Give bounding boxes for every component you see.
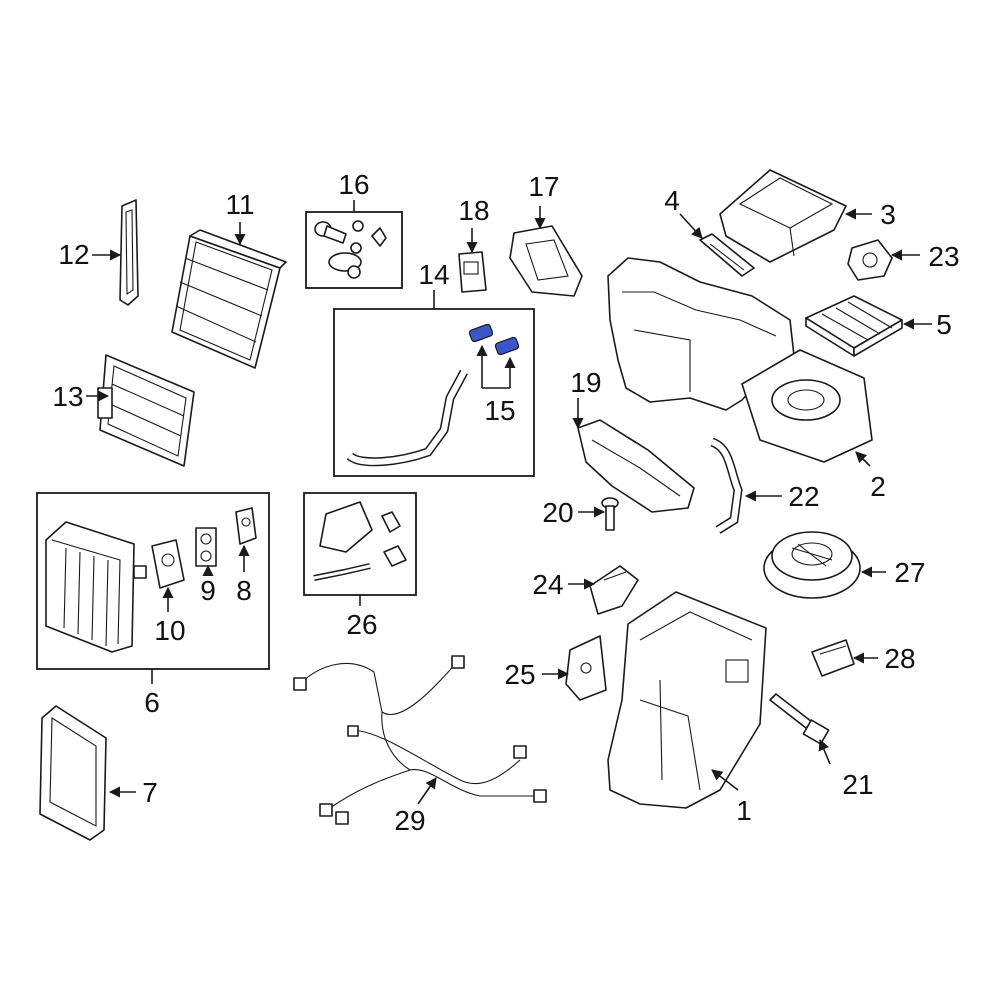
callout-15: 15 [484,395,515,426]
callout-5: 5 [936,309,952,340]
callout-22: 22 [788,481,819,512]
part-23-actuator[interactable] [847,239,893,281]
callout-labels: 1 2 3 4 5 6 7 8 9 10 11 12 13 14 15 16 1… [52,169,959,836]
callout-16: 16 [338,169,369,200]
part-7-seal-frame[interactable] [39,705,107,841]
callout-26: 26 [346,609,377,640]
part-26-pipes-brackets[interactable] [313,501,407,581]
part-3-distribution-housing[interactable] [719,169,847,263]
part-13-heater-core[interactable] [97,354,195,467]
callout-4: 4 [664,185,680,216]
part-4-gasket[interactable] [699,233,755,277]
leader-lines [86,200,932,805]
callout-7: 7 [142,777,158,808]
callout-27: 27 [894,557,925,588]
callout-10: 10 [154,615,185,646]
callout-8: 8 [236,575,252,606]
callout-1: 1 [736,795,752,826]
callout-24: 24 [532,569,563,600]
callout-25: 25 [504,659,535,690]
callout-17: 17 [528,171,559,202]
part-15-clamp[interactable] [468,323,520,356]
part-29-wiring-harness[interactable] [293,655,547,825]
callout-28: 28 [884,643,915,674]
group-box-6 [36,492,270,670]
part-2-hvac-housing[interactable] [607,257,873,463]
part-22-drain-tube[interactable] [710,437,743,534]
part-9-o-rings[interactable] [195,527,217,567]
part-17-seal[interactable] [509,225,583,297]
callout-20: 20 [542,497,573,528]
part-6-evaporator[interactable] [45,521,147,653]
part-16-fittings[interactable] [314,220,387,279]
part-18-actuator[interactable] [458,251,487,293]
callout-29: 29 [394,805,425,836]
callout-14: 14 [418,259,449,290]
callout-23: 23 [928,241,959,272]
callout-18: 18 [458,195,489,226]
callout-13: 13 [52,381,83,412]
callout-6: 6 [144,687,160,718]
callout-9: 9 [200,575,216,606]
callout-11: 11 [225,189,254,220]
part-24-bracket[interactable] [589,565,639,615]
callout-2: 2 [870,471,886,502]
callout-3: 3 [880,199,896,230]
part-11-heater-core[interactable] [171,229,287,369]
part-27-blower-motor[interactable] [763,531,861,599]
callout-12: 12 [58,239,89,270]
part-5-cabin-filter[interactable] [805,295,903,357]
part-28-vent[interactable] [811,639,855,677]
part-21-sensor[interactable] [769,693,830,745]
part-10-expansion-valve[interactable] [151,539,185,589]
part-20-screw[interactable] [601,497,619,531]
callout-21: 21 [842,769,873,800]
part-12-bracket[interactable] [119,199,139,306]
part-8-valve[interactable] [235,507,257,545]
part-14-hoses[interactable] [346,343,468,467]
part-25-bracket[interactable] [565,635,607,701]
callout-19: 19 [570,367,601,398]
part-19-duct[interactable] [577,419,695,513]
part-1-lower-housing[interactable] [607,591,767,809]
